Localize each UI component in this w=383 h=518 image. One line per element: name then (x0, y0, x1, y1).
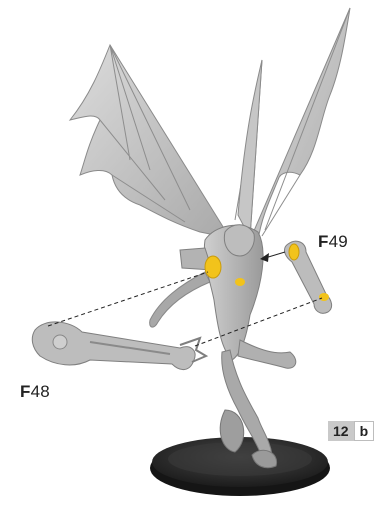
glue-point-shoulder (205, 256, 221, 278)
part-label-f49: F49 (318, 232, 348, 252)
glue-point-side (235, 278, 245, 286)
step-badge: 12 b (328, 421, 374, 441)
glue-point-f49 (289, 244, 299, 260)
left-wing (70, 45, 230, 238)
right-wing (235, 8, 350, 240)
part-f48-weapon (32, 322, 206, 370)
tail (150, 272, 210, 327)
guide-f48-to-hand (195, 298, 322, 346)
step-number: 12 (328, 421, 354, 441)
guide-f48-to-shoulder (48, 272, 208, 326)
step-sub-letter: b (354, 421, 375, 441)
part-label-f48: F48 (20, 382, 50, 402)
glue-point-f49-wrist (319, 293, 329, 301)
